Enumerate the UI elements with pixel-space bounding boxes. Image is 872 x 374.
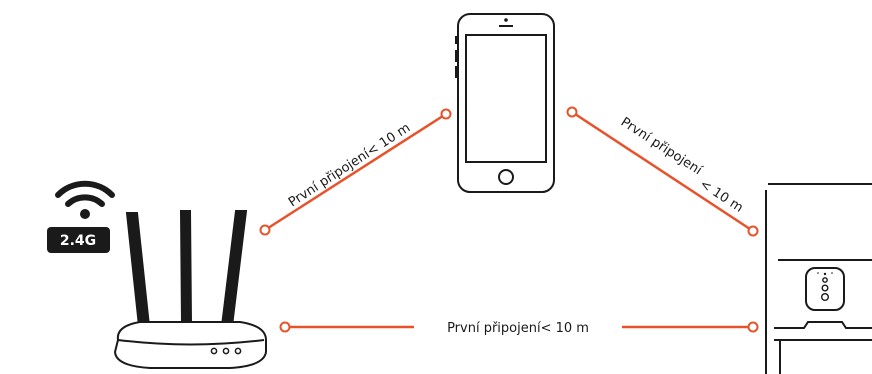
connection-router-phone: První připojení< 10 m <box>259 108 452 236</box>
connection-phone-feeder: První připojení < 10 m <box>566 106 759 237</box>
band-badge-label: 2.4G <box>60 233 96 249</box>
wifi-icon <box>55 180 115 219</box>
connection-label-router-feeder: První připojení< 10 m <box>447 321 589 336</box>
wifi-badge: 2.4G <box>47 180 115 253</box>
band-badge <box>47 227 110 253</box>
pet-feeder-icon <box>765 183 872 374</box>
connection-label-phone-feeder-1: První připojení <box>618 115 705 179</box>
connection-router-feeder: První připojení< 10 m <box>279 321 759 336</box>
smartphone-icon <box>455 13 555 193</box>
router-icon <box>113 210 267 369</box>
connection-label-router-phone: První připojení< 10 m <box>286 121 413 211</box>
